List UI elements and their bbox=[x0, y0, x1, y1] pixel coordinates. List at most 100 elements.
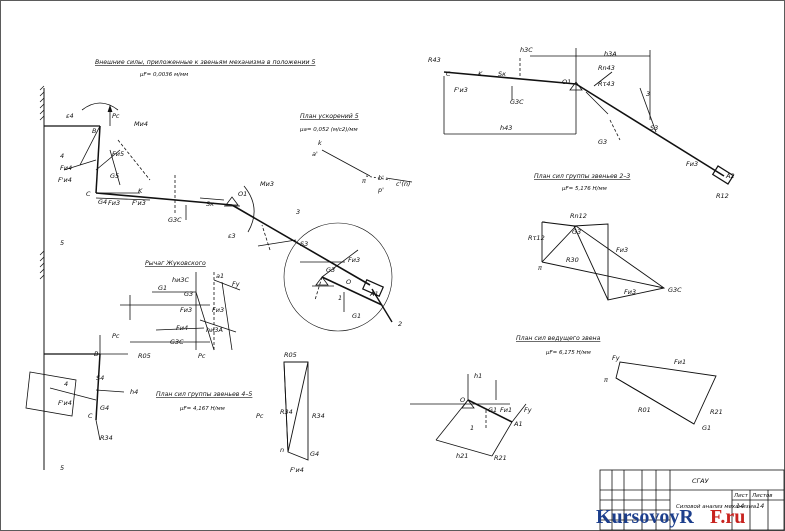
g23-O1: O1 bbox=[562, 78, 571, 86]
stamp-sheet: 14 bbox=[736, 502, 744, 510]
accel-plan-title: План ускорений 5 bbox=[300, 113, 359, 120]
label-3: 3 bbox=[296, 208, 300, 216]
label-G3C: G3C bbox=[168, 216, 182, 224]
group23-title: План сил группы звеньев 2–3 bbox=[534, 173, 630, 180]
title-block-text: СГАУ Силовой анализ механизма Лист Листо… bbox=[676, 477, 773, 510]
leading-link-diagram bbox=[410, 374, 527, 457]
fp45-n: n bbox=[280, 446, 284, 454]
fp45-R05: R05 bbox=[284, 351, 297, 359]
group45-title: План сил группы звеньев 4–5 bbox=[156, 391, 252, 398]
label-O1: O1 bbox=[238, 190, 247, 198]
fp45-G4: G4 bbox=[310, 450, 319, 458]
label-G4: G4 bbox=[98, 198, 107, 206]
fp23-Fi3: Fи3 bbox=[616, 246, 628, 254]
ll-O: O bbox=[460, 396, 465, 404]
label-K: K bbox=[138, 187, 143, 195]
accel-plan-scale: μa= 0,052 (м/с2)/мм bbox=[299, 127, 358, 133]
g23-h3A: h3A bbox=[604, 50, 617, 58]
stamp-org: СГАУ bbox=[692, 477, 710, 485]
g23-h3C: h3C bbox=[520, 46, 533, 54]
z-Pc: Pc bbox=[198, 352, 206, 360]
g45-G4: G4 bbox=[100, 404, 109, 412]
g45-R34: R34 bbox=[100, 434, 113, 442]
label-G5: G5 bbox=[110, 172, 119, 180]
z-G1: G1 bbox=[158, 284, 167, 292]
watermark-part1: KursovoyR bbox=[596, 506, 694, 528]
label-Fi3: Fи3 bbox=[108, 199, 120, 207]
z-hi3C: hи3C bbox=[172, 276, 189, 284]
ll-R21: R21 bbox=[494, 454, 507, 462]
leading-force-plan bbox=[615, 361, 717, 425]
lf-Fi1: Fи1 bbox=[674, 358, 686, 366]
fp23-G3: G3 bbox=[572, 228, 581, 236]
label-a: a' bbox=[312, 150, 318, 158]
label-2: 2 bbox=[398, 320, 402, 328]
leading-scale: μF= 6,175 Н/мм bbox=[545, 350, 591, 356]
g23-K: K bbox=[478, 70, 483, 78]
leading-link-labels: План сил ведущего звена μF= 6,175 Н/мм h… bbox=[456, 335, 601, 462]
fp23-Rt12: Rτ12 bbox=[528, 234, 545, 242]
external-forces-title: Внешние силы, приложенные к звеньям меха… bbox=[95, 59, 315, 66]
g23-A2: A2 bbox=[725, 172, 735, 180]
g23-Fi3: Fи3 bbox=[686, 160, 698, 168]
zhukovsky-lever bbox=[120, 272, 241, 351]
ll-h1: h1 bbox=[474, 372, 482, 380]
fp23-Rn12: Rn12 bbox=[570, 212, 587, 220]
group23-labels: R43 C F'и3 K Sк h3C h3A G3C O1 Rn43 Rτ43… bbox=[428, 46, 735, 200]
lf-Fy: Fy bbox=[612, 354, 620, 362]
external-forces-diagram bbox=[39, 85, 393, 470]
fp45-Fpi4: F'и4 bbox=[290, 466, 304, 474]
fp45-R34: R34 bbox=[280, 408, 293, 416]
ll-Fi1: Fи1 bbox=[500, 406, 512, 414]
fp23-pi: π bbox=[538, 264, 542, 272]
label-5a: 5 bbox=[60, 239, 64, 247]
fp45-Pc: Pc bbox=[256, 412, 264, 420]
label-Fi5: Fи5 bbox=[112, 150, 124, 158]
g23-G3: G3 bbox=[598, 138, 607, 146]
group23-diagram bbox=[443, 48, 735, 185]
acceleration-plan-labels: План ускорений 5 μa= 0,052 (м/с2)/мм k a… bbox=[299, 113, 411, 194]
group23-force-labels: План сил группы звеньев 2–3 μF= 5,176 Н/… bbox=[528, 173, 682, 296]
label-G1: G1 bbox=[352, 312, 361, 320]
ll-A1: A1 bbox=[513, 420, 523, 428]
g23-C: C bbox=[446, 70, 451, 78]
z-Fi3b: Fи3 bbox=[180, 306, 192, 314]
g45-4: 4 bbox=[64, 380, 68, 388]
label-Mi3: Mи3 bbox=[260, 180, 274, 188]
label-b: b' bbox=[378, 174, 384, 182]
g23-R43: R43 bbox=[428, 56, 441, 64]
label-G3: G3 bbox=[326, 266, 335, 274]
g23-S3: S3 bbox=[650, 124, 658, 132]
label-k: k bbox=[318, 139, 322, 147]
zhukovsky-title: Рычаг Жуковского bbox=[145, 260, 206, 267]
g45-R05: R05 bbox=[138, 352, 151, 360]
ll-1: 1 bbox=[470, 424, 474, 432]
g45-Fpi4: F'и4 bbox=[58, 399, 72, 407]
label-1: 1 bbox=[338, 294, 342, 302]
label-Sk: Sк bbox=[206, 200, 214, 208]
point-C: C bbox=[86, 190, 91, 198]
lf-R21: R21 bbox=[710, 408, 723, 416]
leading-force-labels: Fy Fи1 π R01 R21 G1 bbox=[604, 354, 723, 432]
label-Fpi3: F'и3 bbox=[132, 199, 146, 207]
g23-h43: h43 bbox=[500, 124, 512, 132]
ll-h21: h21 bbox=[456, 452, 468, 460]
label-pi-accel: π bbox=[362, 177, 366, 185]
g45-B: B bbox=[94, 350, 99, 358]
ll-G1: G1 bbox=[488, 406, 497, 414]
acceleration-plan bbox=[321, 149, 413, 183]
label-e3: ε3 bbox=[228, 232, 236, 240]
g45-h4: h4 bbox=[130, 388, 138, 396]
group23-scale: μF= 5,176 Н/мм bbox=[561, 186, 607, 192]
group45-diagram bbox=[25, 335, 128, 441]
label-Mi4: Mи4 bbox=[134, 120, 148, 128]
group45-scale: μF= 4,167 Н/мм bbox=[179, 406, 225, 412]
title-block bbox=[599, 469, 785, 531]
z-G3: G3 bbox=[184, 290, 193, 298]
fp45-R34b: R34 bbox=[312, 412, 325, 420]
g45-Pc: Pc bbox=[112, 332, 120, 340]
watermark: KursovoyR F.ru bbox=[596, 506, 745, 528]
lf-G1: G1 bbox=[702, 424, 711, 432]
lf-R01: R01 bbox=[638, 406, 651, 414]
